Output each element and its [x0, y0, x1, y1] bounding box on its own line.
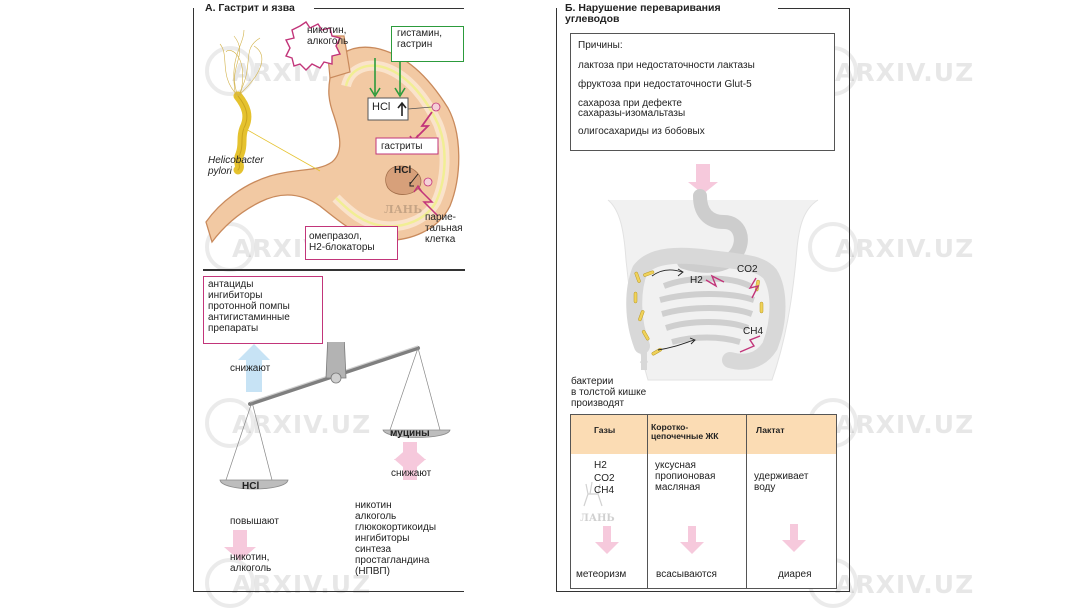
gastritis-label: гастриты	[381, 141, 423, 152]
increase-label: повышают	[230, 516, 279, 527]
cause-item: сахароза при дефекте сахаразы-изомальтаз…	[578, 98, 686, 119]
cause-item: фруктоза при недостаточности Glut-5	[578, 79, 752, 90]
table-col-divider	[746, 414, 748, 588]
decrease-right-label: снижают	[391, 468, 432, 479]
watermark: ARXIV.UZ	[835, 570, 975, 599]
panel-a-frame-bottom	[193, 591, 464, 593]
lan-deer-logo	[583, 481, 603, 507]
table-header-row	[570, 414, 837, 456]
helicobacter-label: Helicobacter pylori	[208, 155, 264, 177]
watermark: ARXIV.UZ	[835, 234, 975, 263]
scales-illustration	[219, 342, 451, 561]
factors-list: никотин алкоголь глюкокортикоиды ингибит…	[355, 500, 437, 577]
parietal-cell-label: парие- тальная клетка	[425, 212, 463, 245]
outcome-diarrhea: диарея	[778, 569, 812, 580]
panel-a-divider	[203, 269, 465, 271]
watermark: ARXIV.UZ	[835, 58, 975, 87]
lan-logo: ЛАНЬ	[580, 513, 615, 524]
mucins-label: муцины	[390, 428, 430, 439]
drugs-label: антациды ингибиторы протонной помпы анти…	[208, 279, 290, 334]
omeprazole-box	[305, 226, 398, 260]
lan-logo: ЛАНЬ	[384, 203, 423, 216]
histamine-gastrin-box	[391, 26, 464, 62]
hcl-label: HCl	[372, 101, 391, 113]
histamine-gastrin-label: гистамин, гастрин	[397, 28, 443, 50]
intestine-illustration	[607, 164, 819, 381]
panel-b-frame-left	[556, 8, 558, 592]
table-cell-lactate: удерживает воду	[754, 471, 809, 493]
table-header-scfa: Коротко- цепочечные ЖК	[651, 422, 719, 441]
causes-box	[570, 33, 835, 151]
omeprazole-label: омепразол, Н2-блокаторы	[309, 231, 375, 253]
watermark: ARXIV.UZ	[232, 570, 372, 599]
decrease-left-label: снижают	[230, 363, 271, 374]
panel-a-frame-top	[314, 8, 464, 10]
outcome-arrows	[595, 524, 806, 554]
stomach-illustration	[205, 21, 460, 244]
table-col-divider	[647, 414, 649, 588]
table-header-gases: Газы	[594, 425, 616, 435]
table-cell-scfa: уксусная пропионовая масляная	[655, 460, 716, 493]
table-body	[570, 454, 837, 589]
panel-a-title: А. Гастрит и язва	[205, 2, 295, 14]
cause-item: лактоза при недостаточности лактазы	[578, 60, 755, 71]
hcl-parietal-label: HCl	[394, 165, 412, 176]
panel-b-frame-bottom	[556, 591, 850, 593]
cause-item: олигосахариды из бобовых	[578, 126, 705, 137]
causes-title: Причины:	[578, 40, 623, 51]
hcl-pan-label: HCl	[242, 481, 260, 492]
ch4-label: CH4	[743, 326, 764, 337]
panel-b-frame-top	[778, 8, 850, 10]
outcome-absorbed: всасываются	[656, 569, 717, 580]
panel-b-title: Б. Нарушение переваривания углеводов	[565, 2, 721, 25]
watermark: ARXIV.UZ	[835, 410, 975, 439]
co2-label: CO2	[737, 264, 758, 275]
table-header-lactate: Лактат	[756, 425, 785, 435]
table-cell-gases: H2 CO2 CH4	[594, 460, 615, 496]
h2-label: H2	[690, 275, 703, 286]
drugs-box	[203, 276, 323, 344]
nicotine-alcohol-label: никотин, алкоголь	[307, 25, 349, 47]
bacteria-caption: бактерии в толстой кишке производят	[571, 376, 647, 409]
panel-a-frame-left	[193, 8, 195, 592]
outcome-flatulence: метеоризм	[576, 569, 627, 580]
panel-b-frame-right	[849, 8, 851, 592]
nicotine-alcohol-bottom-label: никотин, алкоголь	[230, 552, 272, 574]
